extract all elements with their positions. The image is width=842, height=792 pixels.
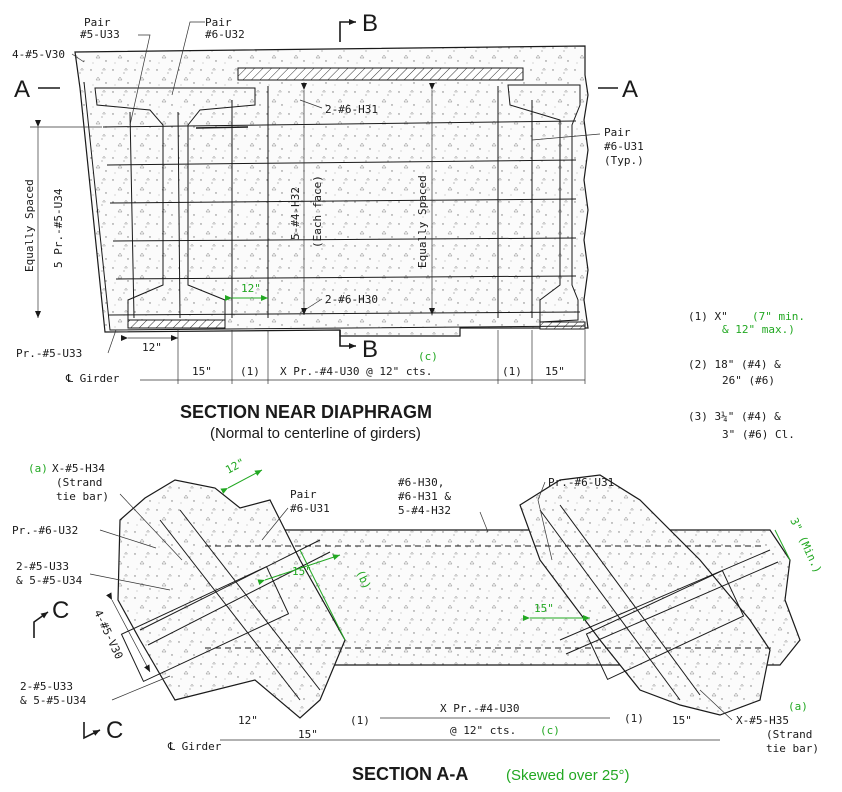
aa-15-right: 15" bbox=[672, 714, 692, 727]
note-1-green-b: & 12" max.) bbox=[722, 323, 795, 336]
note-1-green-a: (7" min. bbox=[752, 310, 805, 323]
label-equally-spaced-mid: Equally Spaced bbox=[416, 175, 429, 268]
cut-b-top-arrow bbox=[339, 19, 356, 42]
section-aa: (a) X-#5-H34 (Strand tie bar) 12" Pair #… bbox=[12, 456, 824, 784]
label-h32: 5-#4-H32 bbox=[289, 187, 302, 240]
aa-1-right: (1) bbox=[624, 712, 644, 725]
aa-pr-u32: Pr.-#6-U32 bbox=[12, 524, 78, 537]
cut-a-left-label: A bbox=[14, 76, 30, 103]
bottom-pad-right bbox=[539, 321, 586, 330]
cut-b-bottom-label: B bbox=[362, 336, 378, 363]
cut-b-bottom-arrow bbox=[339, 330, 356, 349]
cut-a-right-label: A bbox=[622, 76, 638, 103]
label-girder-top: ℄ Girder bbox=[65, 372, 120, 385]
label-pair-u31-2: #6-U31 bbox=[604, 140, 644, 153]
aa-spacing: X Pr.-#4-U30 bbox=[440, 702, 519, 715]
note-1-prefix: (1) X" bbox=[688, 310, 728, 323]
notes: (1) X" (7" min. & 12" max.) (2) 18" (#4)… bbox=[688, 310, 805, 441]
label-pair-u31-1: Pair bbox=[604, 126, 631, 139]
aa-min-3: 3" (Min.) bbox=[787, 516, 824, 576]
note-3-a: (3) 3¼" (#4) & bbox=[688, 410, 781, 423]
vertical-bars bbox=[83, 81, 586, 331]
aa-cut-c-top: C bbox=[52, 597, 69, 624]
aa-h35: X-#5-H35 bbox=[736, 714, 789, 727]
label-u34: 5 Pr.-#5-U34 bbox=[52, 188, 65, 268]
cut-b-top-label: B bbox=[362, 10, 378, 37]
aa-15-left: 15" bbox=[298, 728, 318, 741]
label-12-bottom: 12" bbox=[142, 341, 162, 354]
subtitle-section-aa: (Skewed over 25°) bbox=[506, 767, 630, 784]
aa-cut-c-bottom: C bbox=[106, 717, 123, 744]
label-1-right: (1) bbox=[502, 365, 522, 378]
aa-girder: ℄ Girder bbox=[167, 740, 222, 753]
label-pair-u33-1: Pair bbox=[84, 16, 111, 29]
title-section-near-diaphragm: SECTION NEAR DIAPHRAGM bbox=[180, 402, 432, 422]
aa-12: 12" bbox=[238, 714, 258, 727]
label-pair-u33-2: #5-U33 bbox=[80, 28, 120, 41]
label-v30: 4-#5-V30 bbox=[12, 48, 65, 61]
label-15-right: 15" bbox=[545, 365, 565, 378]
aa-u33-u34-top-2: & 5-#5-U34 bbox=[16, 574, 83, 587]
label-pair-u32-2: #6-U32 bbox=[205, 28, 245, 41]
aa-spacing-b: @ 12" cts. bbox=[450, 724, 516, 737]
aa-1-left: (1) bbox=[350, 714, 370, 727]
label-h31: 2-#6-H31 bbox=[325, 103, 378, 116]
aa-inner-dash bbox=[205, 545, 775, 649]
aa-h34-c: tie bar) bbox=[56, 490, 109, 503]
note-2-b: 26" (#6) bbox=[722, 374, 775, 387]
aa-h30-group-1: #6-H30, bbox=[398, 476, 444, 489]
label-equally-spaced-left: Equally Spaced bbox=[23, 179, 36, 272]
aa-h35-tag: (a) bbox=[788, 700, 808, 713]
aa-u33-u34-top-1: 2-#5-U33 bbox=[16, 560, 69, 573]
title-section-aa: SECTION A-A bbox=[352, 764, 468, 784]
aa-h30-group-2: #6-H31 & bbox=[398, 490, 451, 503]
label-spacing: X Pr.-#4-U30 @ 12" cts. bbox=[280, 365, 432, 378]
label-h30: 2-#6-H30 bbox=[325, 293, 378, 306]
label-pair-u31-3: (Typ.) bbox=[604, 154, 644, 167]
section-near-diaphragm: A A B B Pair #5-U33 Pair #6-U32 4-#5-V30… bbox=[12, 10, 644, 442]
subtitle-section-near-diaphragm: (Normal to centerline of girders) bbox=[210, 425, 421, 442]
aa-h35-c: tie bar) bbox=[766, 742, 819, 755]
label-pair-u32-1: Pair bbox=[205, 16, 232, 29]
aa-pair-u31-1: Pair bbox=[290, 488, 317, 501]
label-pr-u33: Pr.-#5-U33 bbox=[16, 347, 82, 360]
aa-h34-tag: (a) bbox=[28, 462, 48, 475]
aa-pair-u31-2: #6-U31 bbox=[290, 502, 330, 515]
aa-h35-b: (Strand bbox=[766, 728, 812, 741]
aa-h34-b: (Strand bbox=[56, 476, 102, 489]
aa-h30-group-3: 5-#4-H32 bbox=[398, 504, 451, 517]
aa-pr-u31: Pr.-#6-U31 bbox=[548, 476, 614, 489]
note-3-b: 3" (#6) Cl. bbox=[722, 428, 795, 441]
bottom-pad-left bbox=[127, 319, 226, 329]
label-1-left: (1) bbox=[240, 365, 260, 378]
aa-15-green-right: 15" bbox=[534, 602, 554, 615]
aa-h34: X-#5-H34 bbox=[52, 462, 105, 475]
aa-left-block bbox=[117, 479, 346, 719]
aa-u33-u34-bottom-2: & 5-#5-U34 bbox=[20, 694, 87, 707]
top-bearing-pad bbox=[237, 67, 524, 81]
aa-15-green: 15" bbox=[292, 565, 312, 578]
label-15-left: 15" bbox=[192, 365, 212, 378]
note-2-a: (2) 18" (#4) & bbox=[688, 358, 781, 371]
label-12-green: 12" bbox=[241, 282, 261, 295]
aa-cut-c-bottom-arrow bbox=[83, 722, 101, 740]
aa-u33-u34-bottom-1: 2-#5-U33 bbox=[20, 680, 73, 693]
aa-12-green: 12" bbox=[223, 456, 247, 477]
label-spacing-note: (c) bbox=[418, 350, 438, 363]
right-girder-web bbox=[507, 84, 581, 323]
label-each-face: (Each face) bbox=[311, 175, 324, 248]
aa-cut-c-top-arrow bbox=[33, 611, 49, 638]
aa-spacing-note: (c) bbox=[540, 724, 560, 737]
